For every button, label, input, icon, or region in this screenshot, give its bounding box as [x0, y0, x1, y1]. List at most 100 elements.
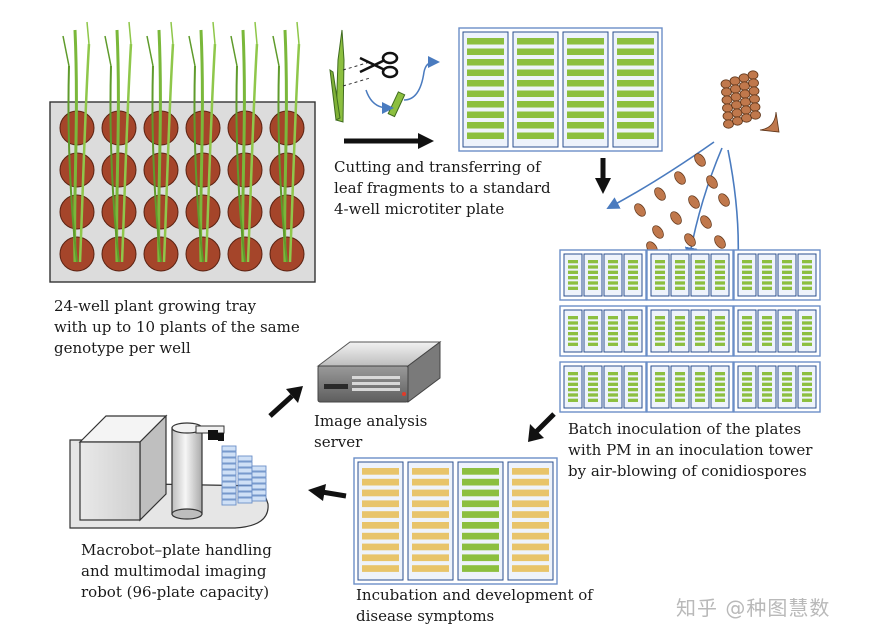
leaf-fragment	[675, 265, 685, 269]
leaf-fragment	[695, 316, 705, 320]
leaf-fragment	[588, 332, 598, 336]
leaf-fragment	[628, 265, 638, 269]
batch-inoculation-plates	[559, 249, 821, 413]
leaf-fragment	[742, 270, 752, 274]
leaf-fragment	[695, 377, 705, 381]
leaf-fragment	[675, 388, 685, 392]
robot-tower	[171, 422, 225, 520]
stacked-plate	[221, 475, 237, 482]
spore	[748, 86, 760, 96]
leaf-fragment	[588, 393, 598, 397]
leaf-fragment	[588, 398, 598, 402]
leaf-fragment	[782, 388, 792, 392]
plate-well	[623, 309, 643, 353]
leaf-fragment	[588, 372, 598, 376]
caption-line: with up to 10 plants of the same	[54, 318, 300, 336]
plate-well	[690, 253, 710, 297]
stacked-plate	[251, 465, 267, 472]
caption-line: disease symptoms	[356, 607, 495, 625]
leaf-fragment	[715, 326, 725, 330]
leaf-fragment	[362, 500, 399, 508]
server-icon	[316, 341, 442, 403]
leaf-fragment	[715, 316, 725, 320]
leaf-fragment	[655, 382, 665, 386]
leaf-fragment	[715, 321, 725, 325]
leaf-fragment	[695, 398, 705, 402]
spore	[670, 211, 682, 225]
spore	[721, 95, 733, 105]
leaf-fragment	[568, 265, 578, 269]
leaf-fragment	[675, 321, 685, 325]
stacked-plate	[237, 467, 253, 474]
spore	[739, 81, 750, 91]
leaf-fragment	[568, 276, 578, 280]
leaf-fragment	[628, 398, 638, 402]
leaf-fragment	[617, 101, 654, 108]
leaf-fragment	[617, 48, 654, 56]
plate-well	[757, 253, 777, 297]
leaf-fragment	[617, 132, 654, 140]
stacked-plate	[221, 487, 237, 494]
leaf-fragment	[782, 270, 792, 274]
leaf-fragment	[715, 398, 725, 402]
leaf-fragment	[675, 332, 685, 336]
leaf-fragment	[568, 286, 578, 290]
leaf-fragment	[628, 260, 638, 264]
plate-well	[603, 309, 623, 353]
leaf-fragment	[362, 532, 399, 540]
leaf-fragment	[608, 260, 618, 264]
leaf-fragment	[362, 543, 399, 551]
leaf-fragment	[742, 321, 752, 325]
caption-macrobot: Macrobot–plate handling and multimodal i…	[81, 540, 272, 603]
leaf-fragment	[762, 398, 772, 402]
leaf-fragment	[588, 388, 598, 392]
caption-line: robot (96-plate capacity)	[81, 583, 270, 601]
leaf-fragment	[568, 398, 578, 402]
leaf-fragment	[655, 332, 665, 336]
leaf-fragment	[628, 377, 638, 381]
leaf-fragment	[675, 382, 685, 386]
leaf-fragment	[512, 489, 549, 497]
leaf-fragment	[628, 372, 638, 376]
leaf-fragment	[567, 132, 604, 140]
plate-well	[777, 309, 797, 353]
leaf-fragment	[608, 286, 618, 290]
spore	[720, 79, 732, 89]
leaf-fragment	[608, 372, 618, 376]
leaf-fragment	[608, 332, 618, 336]
plate-well	[737, 253, 757, 297]
leaf-fragment	[715, 270, 725, 274]
leaf-fragment	[512, 500, 549, 508]
leaf-fragment	[715, 388, 725, 392]
plate-well	[797, 365, 817, 409]
plate-well	[563, 365, 583, 409]
macrobot-robot-illustration	[69, 414, 269, 529]
leaf-fragment	[412, 511, 449, 518]
leaf-fragment	[762, 260, 772, 264]
leaf-fragment	[628, 382, 638, 386]
leaf-fragment	[628, 321, 638, 325]
plate-well	[650, 309, 670, 353]
leaf-fragment	[655, 388, 665, 392]
leaf-fragment	[695, 337, 705, 341]
leaf-fragment	[608, 398, 618, 402]
stacked-plate	[221, 445, 237, 452]
leaf-fragment	[802, 260, 812, 264]
leaf-fragment	[655, 393, 665, 397]
leaf-fragment	[462, 522, 499, 529]
leaf-fragment	[655, 270, 665, 274]
caption-line: by air-blowing of conidiospores	[568, 462, 807, 480]
leaf-fragment	[762, 388, 772, 392]
microtiter-plate-leaf-fragments	[458, 27, 663, 152]
plant-group	[230, 21, 259, 263]
leaf-fragment	[762, 286, 772, 290]
leaf-fragment	[655, 316, 665, 320]
leaf-fragment	[608, 281, 618, 285]
leaf-fragment	[608, 382, 618, 386]
leaf-fragment	[802, 393, 812, 397]
leaf-fragment	[802, 388, 812, 392]
leaf-fragment	[588, 281, 598, 285]
arrow-to-incubation	[528, 412, 556, 442]
spore	[706, 175, 718, 189]
leaf-fragment	[782, 393, 792, 397]
